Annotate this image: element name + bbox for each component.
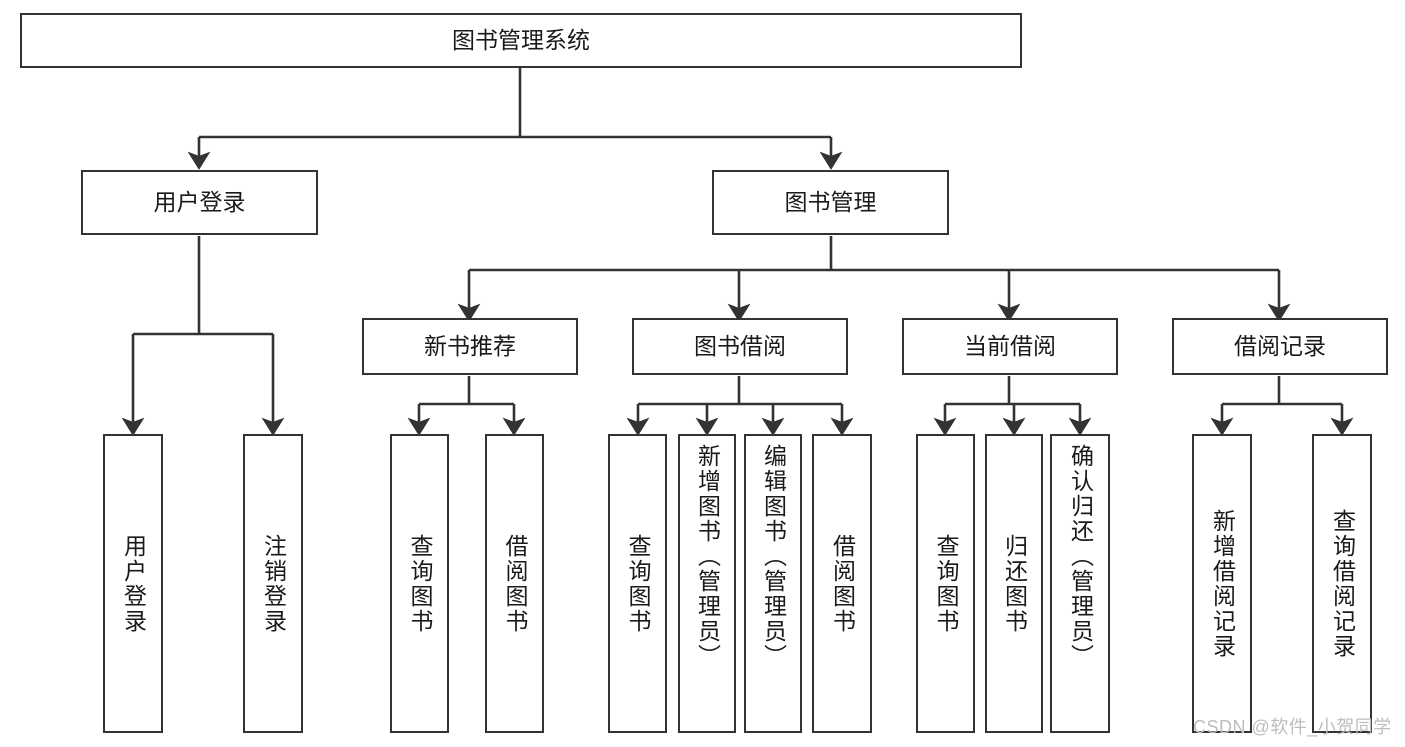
node-book-management-label: 图书管理 — [784, 188, 877, 215]
leaf-book-borrow-edit-label: 编辑图书（管理员） — [760, 444, 787, 669]
leaf-new-book-borrow-label: 借阅图书 — [502, 533, 528, 634]
leaf-new-book-query-label: 查询图书 — [407, 533, 433, 634]
leaf-current-borrow-query[interactable]: 查询图书 — [916, 434, 975, 733]
node-new-book-recommend-label: 新书推荐 — [424, 332, 516, 359]
leaf-book-borrow-add[interactable]: 新增图书（管理员） — [678, 434, 736, 733]
leaf-book-borrow-query[interactable]: 查询图书 — [608, 434, 667, 733]
leaf-current-borrow-confirm[interactable]: 确认归还（管理员） — [1050, 434, 1110, 733]
node-current-borrow-label: 当前借阅 — [964, 332, 1056, 359]
leaf-new-book-query[interactable]: 查询图书 — [390, 434, 449, 733]
node-user-login[interactable]: 用户登录 — [81, 170, 318, 235]
node-book-borrow-label: 图书借阅 — [694, 332, 786, 359]
csdn-watermark: CSDN @软件_小贺同学 — [1193, 717, 1392, 737]
leaf-user-login-logout-label: 注销登录 — [260, 533, 287, 634]
leaf-book-borrow-borrow[interactable]: 借阅图书 — [812, 434, 872, 733]
leaf-current-borrow-return-label: 归还图书 — [1001, 533, 1028, 634]
leaf-new-book-borrow[interactable]: 借阅图书 — [485, 434, 544, 733]
node-current-borrow[interactable]: 当前借阅 — [902, 318, 1118, 375]
node-book-borrow[interactable]: 图书借阅 — [632, 318, 848, 375]
leaf-book-borrow-query-label: 查询图书 — [625, 533, 651, 634]
node-new-book-recommend[interactable]: 新书推荐 — [362, 318, 578, 375]
node-book-management[interactable]: 图书管理 — [712, 170, 949, 235]
leaf-current-borrow-return[interactable]: 归还图书 — [985, 434, 1043, 733]
leaf-book-borrow-add-label: 新增图书（管理员） — [694, 444, 721, 669]
node-root-label: 图书管理系统 — [452, 26, 590, 53]
node-borrow-record[interactable]: 借阅记录 — [1172, 318, 1388, 375]
leaf-book-borrow-borrow-label: 借阅图书 — [829, 533, 856, 634]
leaf-current-borrow-query-label: 查询图书 — [933, 533, 959, 634]
leaf-user-login-logout[interactable]: 注销登录 — [243, 434, 303, 733]
leaf-borrow-record-add-label: 新增借阅记录 — [1209, 508, 1236, 659]
leaf-user-login-login-label: 用户登录 — [120, 533, 147, 634]
leaf-user-login-login[interactable]: 用户登录 — [103, 434, 163, 733]
leaf-book-borrow-edit[interactable]: 编辑图书（管理员） — [744, 434, 802, 733]
leaf-borrow-record-query-label: 查询借阅记录 — [1329, 508, 1356, 659]
node-borrow-record-label: 借阅记录 — [1234, 332, 1326, 359]
leaf-borrow-record-query[interactable]: 查询借阅记录 — [1312, 434, 1372, 733]
leaf-borrow-record-add[interactable]: 新增借阅记录 — [1192, 434, 1252, 733]
leaf-current-borrow-confirm-label: 确认归还（管理员） — [1067, 444, 1094, 669]
node-root[interactable]: 图书管理系统 — [20, 13, 1022, 68]
node-user-login-label: 用户登录 — [153, 188, 246, 215]
